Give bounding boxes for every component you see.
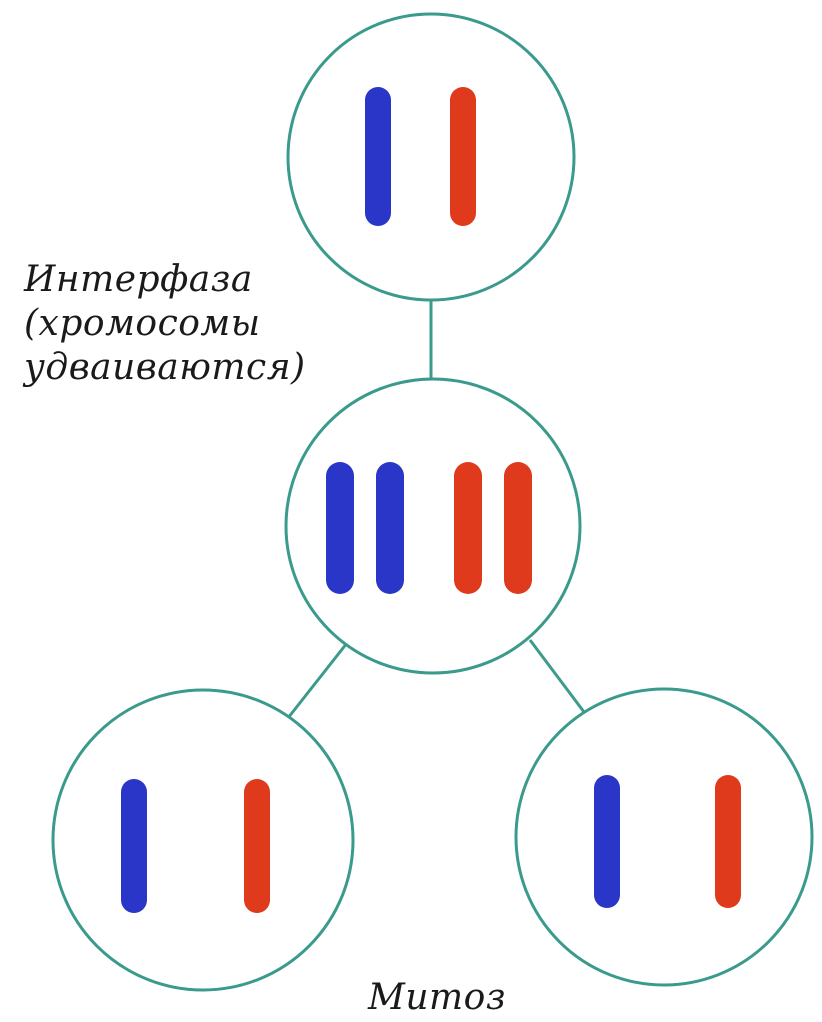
interphase-cell — [284, 377, 582, 675]
interphase-label-line-2: (хромосомы — [24, 303, 261, 344]
interphase-label-line-3: удваиваются) — [24, 347, 306, 388]
mitosis-label: Митоз — [368, 977, 506, 1018]
daughter-cell-right — [514, 687, 814, 987]
connector-line-left-daughter — [286, 642, 349, 719]
cell-membrane — [51, 688, 355, 992]
interphase-label: Интерфаза (хромосомы удваиваются) — [24, 258, 344, 390]
parent-cell — [286, 12, 576, 302]
cell-membrane — [514, 687, 814, 987]
interphase-label-line-1: Интерфаза — [24, 259, 253, 300]
cell-membrane — [286, 12, 576, 302]
cell-membrane — [284, 377, 582, 675]
connector-line-right-daughter — [528, 639, 592, 721]
daughter-cell-left — [51, 688, 355, 992]
